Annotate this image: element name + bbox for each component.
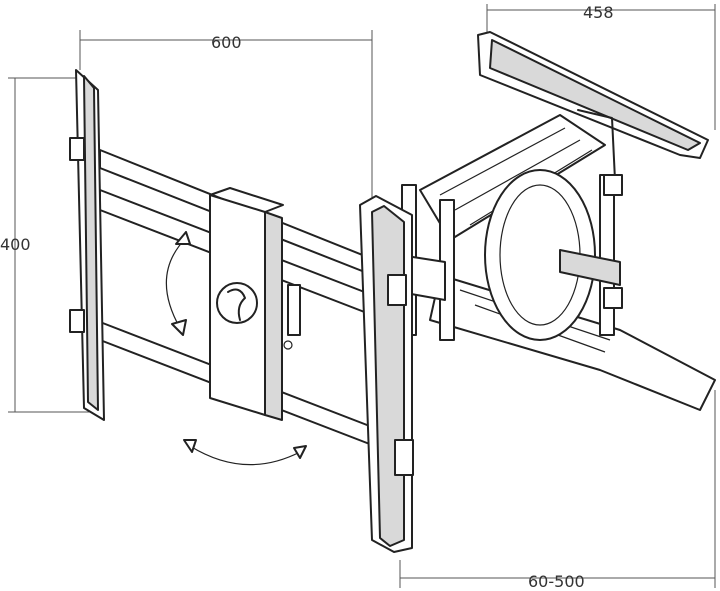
articulating-arms xyxy=(399,114,716,411)
right-vertical-bracket xyxy=(359,195,414,553)
rotation-arrow-icon xyxy=(183,439,307,466)
brand-logo-icon xyxy=(216,282,258,324)
height-dimension-label: 400 xyxy=(0,235,31,254)
tilt-arrow-icon xyxy=(165,231,191,336)
extension-dimension-label: 60-500 xyxy=(528,572,585,591)
left-vertical-bracket xyxy=(69,69,105,421)
width-dimension-label: 600 xyxy=(211,33,242,52)
wall-plate xyxy=(477,31,709,181)
dimension-lines xyxy=(8,4,716,588)
plate-width-dimension-label: 458 xyxy=(583,3,614,22)
